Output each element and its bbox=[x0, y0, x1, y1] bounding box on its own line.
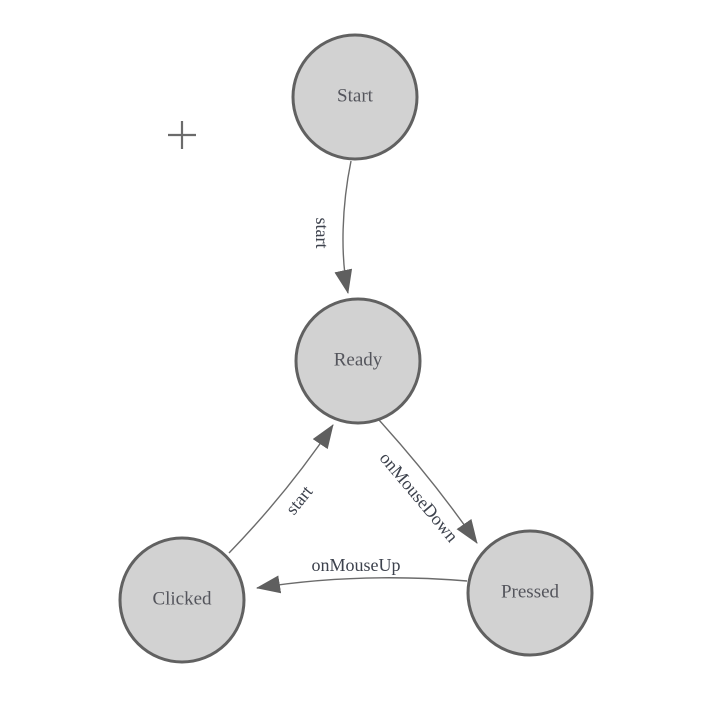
node-clicked-label: Clicked bbox=[152, 589, 212, 610]
node-pressed-label: Pressed bbox=[501, 582, 560, 603]
edge-label-start-1: start bbox=[312, 218, 332, 249]
edge-ready-to-pressed[interactable]: onMouseDown bbox=[376, 419, 478, 546]
edge-pressed-to-clicked[interactable]: onMouseUp bbox=[256, 555, 468, 594]
node-start[interactable]: Start bbox=[291, 33, 419, 161]
node-start-label: Start bbox=[337, 86, 374, 107]
node-clicked[interactable]: Clicked bbox=[118, 536, 246, 664]
edge-clicked-to-ready[interactable]: start bbox=[228, 424, 334, 554]
node-ready[interactable]: Ready bbox=[294, 297, 422, 425]
edge-start-to-ready[interactable]: start bbox=[312, 160, 353, 294]
node-ready-label: Ready bbox=[334, 350, 383, 371]
node-pressed[interactable]: Pressed bbox=[466, 529, 594, 657]
edge-label-onmousedown: onMouseDown bbox=[376, 448, 463, 546]
edge-label-onmouseup: onMouseUp bbox=[312, 555, 401, 575]
origin-cross-icon bbox=[168, 121, 196, 149]
